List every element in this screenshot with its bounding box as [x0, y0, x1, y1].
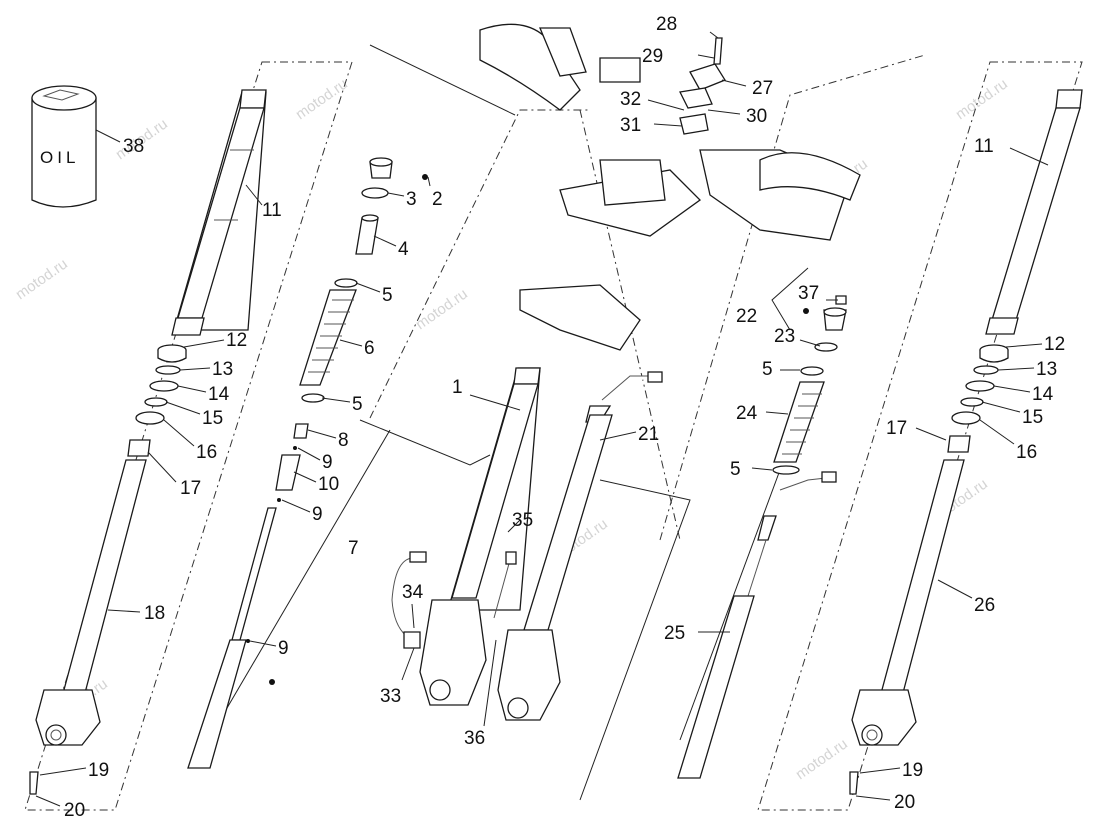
callout-1: 1 [452, 377, 463, 398]
callout-5: 5 [730, 459, 741, 480]
callout-24: 24 [736, 403, 758, 424]
callout-3: 3 [406, 189, 417, 210]
callout-17: 17 [180, 478, 201, 499]
watermark: motod.ru [413, 285, 471, 333]
callout-22: 22 [736, 306, 757, 327]
sensor-parts [391, 551, 517, 649]
callout-27: 27 [752, 78, 773, 99]
left-fork-leg [29, 89, 267, 795]
callout-10: 10 [318, 474, 339, 495]
callout-19: 19 [902, 760, 923, 781]
callout-38: 38 [123, 136, 144, 157]
callout-18: 18 [144, 603, 165, 624]
frame-link [369, 44, 516, 116]
callout-11: 11 [974, 136, 994, 157]
callout-5: 5 [352, 394, 363, 415]
callout-25: 25 [664, 623, 685, 644]
center-frame-left [369, 109, 590, 419]
right-leg-frame [757, 61, 1083, 811]
right-fork-leg [849, 89, 1083, 795]
callout-17: 17 [886, 418, 907, 439]
frame-link [579, 479, 691, 801]
callout-31: 31 [620, 115, 641, 136]
callout-37: 37 [798, 283, 819, 304]
callout-5: 5 [762, 359, 773, 380]
watermark: motod.ru [13, 255, 71, 303]
callout-15: 15 [202, 408, 223, 429]
callout-9: 9 [278, 638, 289, 659]
callout-14: 14 [1032, 384, 1054, 405]
callout-26: 26 [974, 595, 995, 616]
leader-lines [35, 31, 1049, 807]
callout-8: 8 [338, 430, 349, 451]
callout-7: 7 [348, 538, 359, 559]
callout-4: 4 [398, 239, 409, 260]
callout-29: 29 [642, 46, 663, 67]
callout-30: 30 [746, 106, 767, 127]
frame-link [359, 419, 491, 466]
callouts: 38 11 12 13 14 15 16 17 18 19 20 2 3 4 5… [64, 14, 1065, 821]
callout-14: 14 [208, 384, 230, 405]
callout-9: 9 [312, 504, 323, 525]
callout-20: 20 [894, 792, 915, 813]
center-fork-legs [419, 367, 663, 721]
oil-can: OIL [31, 85, 97, 208]
callout-16: 16 [196, 442, 217, 463]
frame-link [219, 429, 391, 721]
callout-28: 28 [656, 14, 677, 35]
callout-11: 11 [262, 200, 282, 221]
callout-34: 34 [402, 582, 424, 603]
watermark: motod.ru [793, 735, 851, 783]
callout-21: 21 [638, 424, 659, 445]
callout-20: 20 [64, 800, 85, 821]
center-frame-right [659, 54, 926, 541]
watermark: motod.ru [953, 75, 1011, 123]
steering-assembly [479, 23, 861, 351]
oil-label: OIL [40, 148, 79, 167]
callout-33: 33 [380, 686, 401, 707]
watermark: motod.ru [293, 75, 351, 123]
callout-2: 2 [432, 189, 443, 210]
right-cartridge [677, 295, 847, 779]
left-cartridge [187, 157, 428, 769]
callout-13: 13 [1036, 359, 1057, 380]
callout-35: 35 [512, 510, 533, 531]
callout-16: 16 [1016, 442, 1037, 463]
callout-6: 6 [364, 338, 375, 359]
callout-12: 12 [226, 330, 247, 351]
callout-15: 15 [1022, 407, 1043, 428]
callout-9: 9 [322, 452, 333, 473]
callout-12: 12 [1044, 334, 1065, 355]
callout-13: 13 [212, 359, 233, 380]
callout-5: 5 [382, 285, 393, 306]
callout-23: 23 [774, 326, 795, 347]
callout-19: 19 [88, 760, 109, 781]
frame-link [679, 469, 781, 741]
callout-36: 36 [464, 728, 485, 749]
callout-32: 32 [620, 89, 641, 110]
